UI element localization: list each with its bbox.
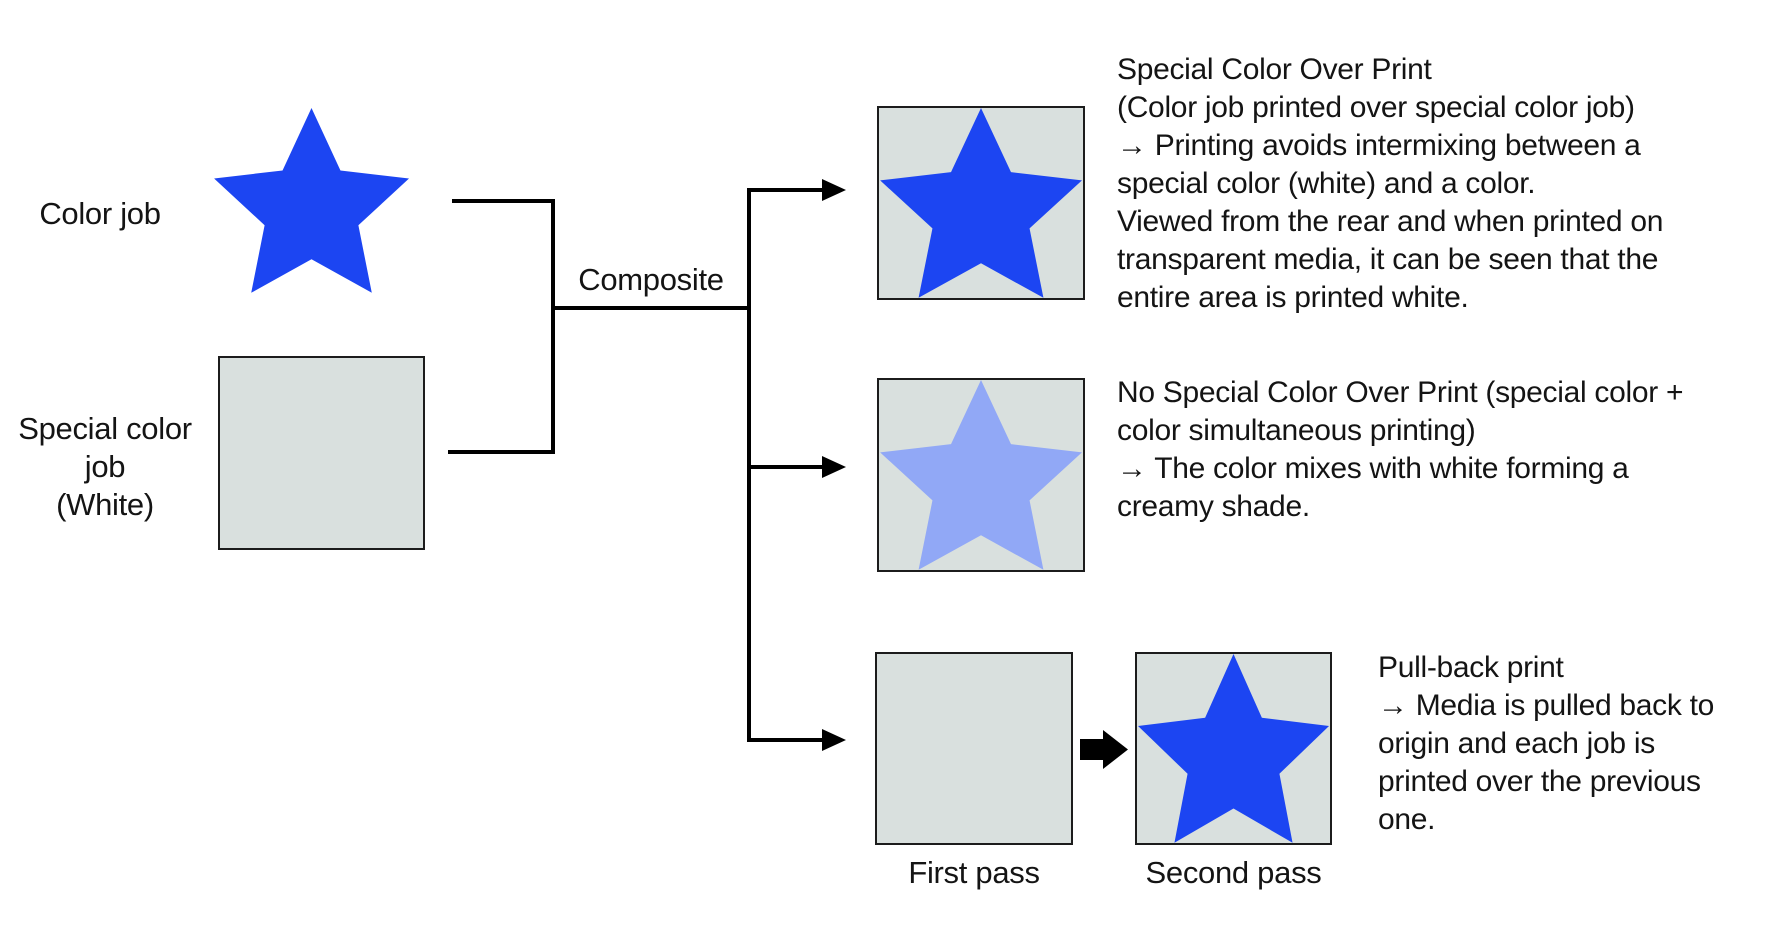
special-color-job-swatch [218,356,425,550]
second-pass-box [1135,652,1332,845]
special-color-job-label: Special color job (White) [0,410,210,524]
first-pass-label: First pass [908,855,1040,890]
overprint-description-line: special color (white) and a color. [1117,167,1536,200]
overprint-description-line: entire area is printed white. [1117,281,1469,314]
overprint-description-line: Viewed from the rear and when printed on [1117,205,1664,238]
mixed-star-icon [880,380,1082,570]
pullback-description-line: Pull-back print [1378,651,1564,684]
pullback-description-line: printed over the previous [1378,765,1701,798]
overprint-description-line: → Printing avoids intermixing between a [1117,129,1641,162]
first-pass-box [875,652,1073,845]
overprint-description: Special Color Over Print (Color job prin… [1117,51,1663,317]
mixed-description-line: No Special Color Over Print (special col… [1117,376,1684,409]
overprint-description-line: transparent media, it can be seen that t… [1117,243,1659,276]
second-pass-star-icon [1138,654,1330,843]
pullback-description: Pull-back print → Media is pulled back t… [1378,649,1714,839]
overprint-result-box [877,106,1085,300]
overprint-star-icon [880,108,1082,298]
color-job-star-icon [214,108,410,293]
second-pass-label: Second pass [1145,855,1322,890]
special-color-job-label-line: job [84,449,126,484]
branch1-arrowhead-icon [822,179,846,201]
overprint-description-line: Special Color Over Print [1117,53,1432,86]
mixed-description-line: color simultaneous printing) [1117,414,1476,447]
color-job-label: Color job [39,196,161,231]
branch3-arrowhead-icon [822,729,846,751]
branch2-arrowhead-icon [822,456,846,478]
mixed-description-line: → The color mixes with white forming a [1117,452,1629,485]
pullback-description-line: → Media is pulled back to [1378,689,1715,722]
mixed-result-box [877,378,1085,572]
pullback-description-line: origin and each job is [1378,727,1655,760]
pullback-description-line: one. [1378,803,1436,836]
special-color-job-label-line: Special color [18,411,192,446]
mixed-description-line: creamy shade. [1117,490,1310,523]
overprint-description-line: (Color job printed over special color jo… [1117,91,1635,124]
composite-label: Composite [578,262,724,297]
mixed-description: No Special Color Over Print (special col… [1117,374,1684,526]
special-color-job-label-line: (White) [56,487,154,522]
pullback-arrow-icon [1080,730,1128,769]
